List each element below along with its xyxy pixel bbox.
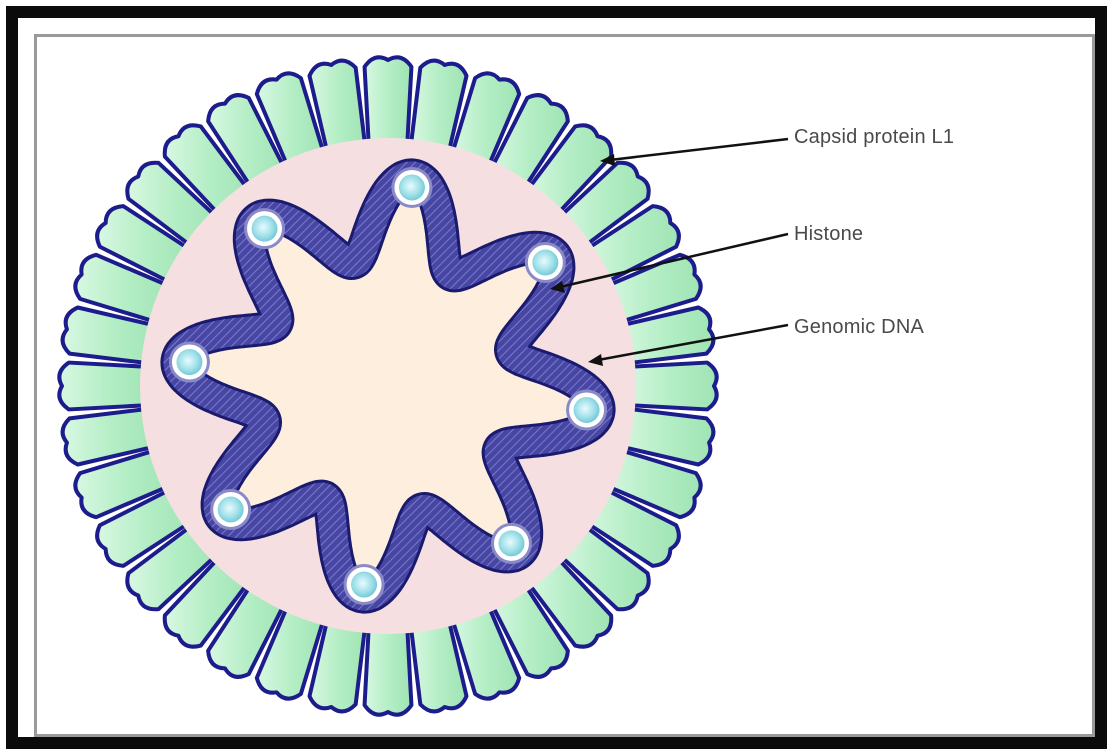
capsomere: [623, 363, 716, 410]
histone: [498, 530, 524, 556]
capsid-arrow: [610, 139, 788, 160]
histone: [399, 174, 425, 200]
histone: [176, 349, 202, 375]
histone: [252, 216, 278, 242]
capsid-protein-label: Capsid protein L1: [794, 126, 954, 149]
capsomere: [365, 621, 412, 714]
histone: [532, 250, 558, 276]
genomic-dna-loop: [177, 175, 598, 596]
histone: [574, 397, 600, 423]
histone-label: Histone: [794, 223, 863, 246]
histone: [218, 496, 244, 522]
histone: [351, 572, 377, 598]
capsomere: [59, 363, 152, 410]
capsomere: [365, 57, 412, 150]
genomic-dna-label: Genomic DNA: [794, 316, 924, 339]
